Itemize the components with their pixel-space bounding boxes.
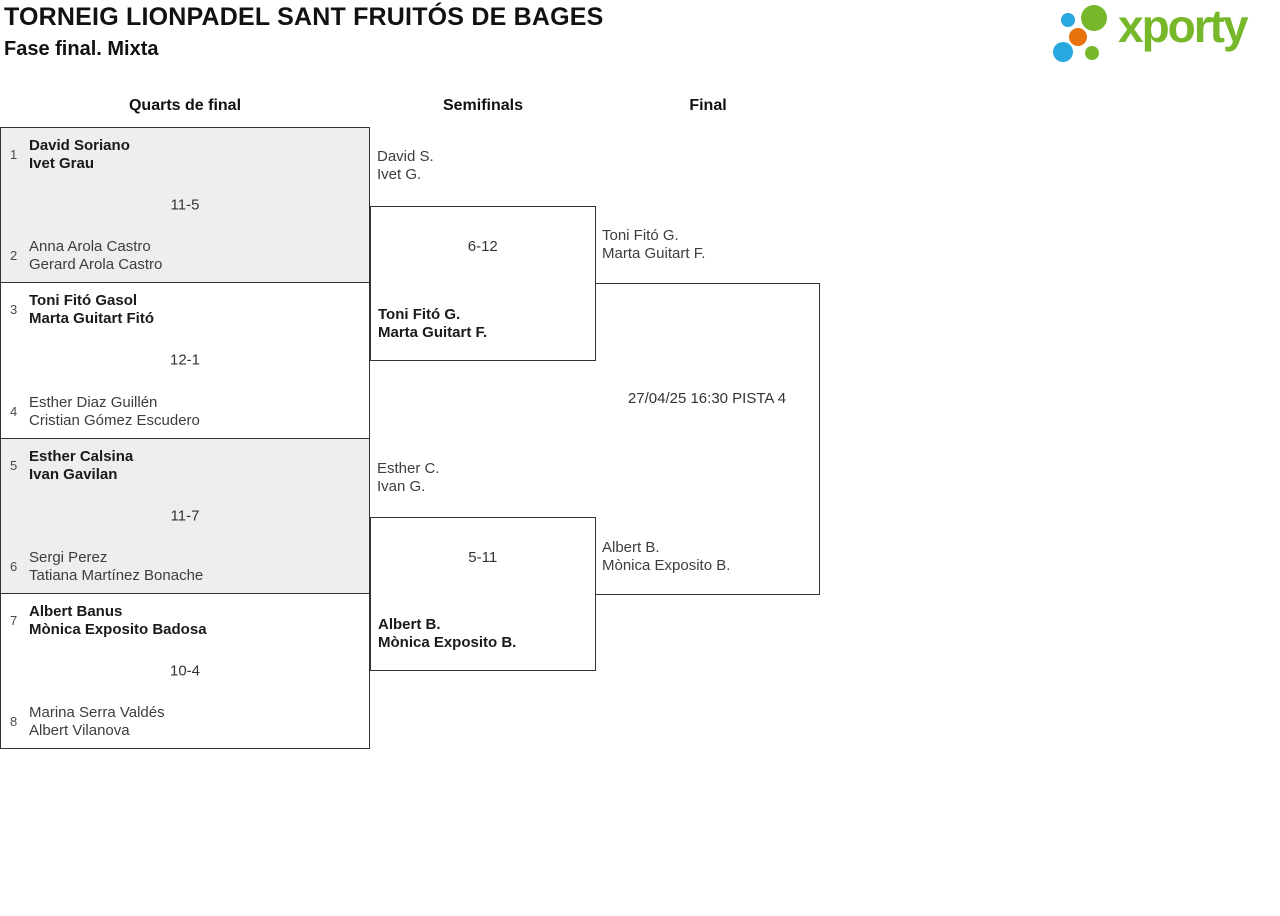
pair-names: Sergi Perez Tatiana Martínez Bonache xyxy=(29,549,203,585)
pair-names: Toni Fitó Gasol Marta Guitart Fitó xyxy=(29,292,154,328)
final-schedule: 27/04/25 16:30 PISTA 4 xyxy=(627,390,787,407)
quarterfinal-match-4: 7 Albert Banus Mònica Exposito Badosa 10… xyxy=(1,592,369,748)
logo-dot-orange xyxy=(1069,28,1087,46)
match-score: 11-7 xyxy=(170,507,200,525)
column-header-final: Final xyxy=(689,97,727,114)
match-score: 11-5 xyxy=(170,196,200,214)
logo-wordmark: xporty xyxy=(1118,0,1249,52)
final-top-pair: Toni Fitó G. Marta Guitart F. xyxy=(602,227,705,263)
seed-number: 4 xyxy=(10,403,18,419)
quarterfinal-match-1: 1 David Soriano Ivet Grau 11-5 2 Anna Ar… xyxy=(1,128,369,283)
match-score: 10-4 xyxy=(169,662,201,680)
logo-dot-green-large xyxy=(1081,5,1107,31)
player-name: Mònica Exposito B. xyxy=(602,557,731,574)
final-bottom-pair: Albert B. Mònica Exposito B. xyxy=(602,539,730,575)
player-name: Esther Calsina xyxy=(29,447,134,465)
semifinal-1-winner-pair: Toni Fitó G. Marta Guitart F. xyxy=(378,306,487,342)
pair-names: Esther Calsina Ivan Gavilan xyxy=(29,448,133,484)
player-name: Cristian Gómez Escudero xyxy=(29,411,200,429)
logo-dot-blue-small xyxy=(1061,13,1075,27)
seed-number: 7 xyxy=(10,612,18,628)
player-name: Toni Fitó Gasol xyxy=(29,292,138,310)
player-name: Ivan Gavilan xyxy=(29,465,118,483)
player-name: Albert B. xyxy=(602,539,660,556)
player-name: Esther Diaz Guillén xyxy=(29,393,158,411)
semifinal-match-1: 6-12 Toni Fitó G. Marta Guitart F. xyxy=(370,206,596,361)
player-name: David S. xyxy=(377,148,434,165)
page-subtitle: Fase final. Mixta xyxy=(4,38,159,60)
player-name: Mònica Exposito B. xyxy=(378,634,517,651)
seed-number: 8 xyxy=(10,714,18,729)
semifinal-1-top-pair: David S. Ivet G. xyxy=(377,148,434,184)
player-name: Gerard Arola Castro xyxy=(29,256,163,274)
xporty-logo[interactable]: xporty xyxy=(1048,0,1280,72)
pair-names: Esther Diaz Guillén Cristian Gómez Escud… xyxy=(29,394,200,430)
semifinal-match-2: 5-11 Albert B. Mònica Exposito B. xyxy=(370,516,596,671)
semifinal-2-winner-pair: Albert B. Mònica Exposito B. xyxy=(378,616,516,652)
final-match: 27/04/25 16:30 PISTA 4 xyxy=(595,283,820,595)
player-name: Mònica Exposito Badosa xyxy=(29,620,207,638)
player-name: Marta Guitart Fitó xyxy=(29,310,155,328)
pair-names: David Soriano Ivet Grau xyxy=(29,137,130,173)
logo-dot-green-small xyxy=(1085,46,1099,60)
seed-number: 1 xyxy=(10,147,18,162)
player-name: Toni Fitó G. xyxy=(602,227,679,244)
player-name: Albert B. xyxy=(378,616,441,633)
player-name: Marta Guitart F. xyxy=(602,245,706,262)
player-name: Tatiana Martínez Bonache xyxy=(29,566,204,584)
player-name: Ivet G. xyxy=(377,166,422,183)
column-header-semifinals: Semifinals xyxy=(442,97,524,114)
match-score: 6-12 xyxy=(467,238,498,255)
player-name: Anna Arola Castro xyxy=(29,238,151,256)
player-name: Esther C. xyxy=(377,460,440,477)
logo-dot-blue-large xyxy=(1053,42,1073,62)
quarterfinals-column: 1 David Soriano Ivet Grau 11-5 2 Anna Ar… xyxy=(0,127,370,749)
player-name: Ivet Grau xyxy=(29,155,95,172)
seed-number: 2 xyxy=(10,248,18,264)
pair-names: Anna Arola Castro Gerard Arola Castro xyxy=(29,238,162,274)
player-name: Sergi Perez xyxy=(29,548,108,566)
player-name: David Soriano xyxy=(29,137,130,154)
player-name: Marina Serra Valdés xyxy=(29,704,165,721)
pair-names: Marina Serra Valdés Albert Vilanova xyxy=(29,704,165,740)
seed-number: 3 xyxy=(10,302,18,318)
player-name: Albert Banus xyxy=(29,602,123,620)
quarterfinal-match-2: 3 Toni Fitó Gasol Marta Guitart Fitó 12-… xyxy=(1,282,369,438)
seed-number: 5 xyxy=(10,457,18,473)
page-title: TORNEIG LIONPADEL SANT FRUITÓS DE BAGES xyxy=(4,3,604,31)
match-score: 5-11 xyxy=(468,548,498,566)
pair-names: Albert Banus Mònica Exposito Badosa xyxy=(29,603,207,639)
column-header-quarterfinals: Quarts de final xyxy=(128,97,242,114)
player-name: Toni Fitó G. xyxy=(378,305,461,323)
semifinal-2-top-pair: Esther C. Ivan G. xyxy=(377,460,440,496)
player-name: Albert Vilanova xyxy=(29,722,130,739)
player-name: Marta Guitart F. xyxy=(378,323,488,341)
match-score: 12-1 xyxy=(169,351,201,369)
seed-number: 6 xyxy=(10,558,18,574)
quarterfinal-match-3: 5 Esther Calsina Ivan Gavilan 11-7 6 Ser… xyxy=(1,437,369,593)
player-name: Ivan G. xyxy=(377,478,426,495)
